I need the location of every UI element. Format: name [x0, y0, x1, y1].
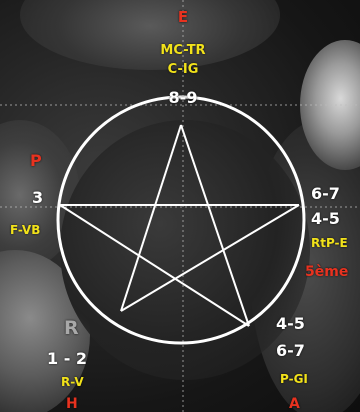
number-label-top: 8-9: [169, 90, 198, 106]
meridian-label-right: RtP-E: [311, 237, 348, 249]
star-line: [60, 205, 249, 326]
element-label-bottom-left: H: [66, 397, 78, 411]
star-line: [121, 205, 299, 311]
number-label-right-1: 6-7: [311, 186, 340, 202]
number-label-bottom-right-1: 4-5: [276, 316, 305, 332]
pentagram-circle: [58, 97, 304, 343]
meridian-label-bottom-right: P-GI: [280, 373, 308, 385]
meridian-label-left: F-VB: [10, 224, 40, 236]
number-label-bottom-left: 1 - 2: [47, 351, 87, 367]
meridian-label-top-1: MC-TR: [160, 44, 205, 57]
star-line: [121, 125, 181, 311]
element-label-right: 5ème: [305, 265, 348, 279]
number-label-left: 3: [32, 190, 43, 206]
number-label-bottom-right-2: 6-7: [276, 343, 305, 359]
letter-label-bottom-left: R: [64, 319, 79, 338]
element-label-top: E: [178, 10, 188, 25]
meridian-label-bottom-left: R-V: [61, 376, 84, 388]
meridian-label-top-2: C-IG: [168, 63, 199, 76]
element-label-bottom-right: A: [289, 397, 300, 411]
number-label-right-2: 4-5: [311, 211, 340, 227]
star-line: [181, 125, 249, 326]
element-label-left: P: [30, 153, 42, 169]
